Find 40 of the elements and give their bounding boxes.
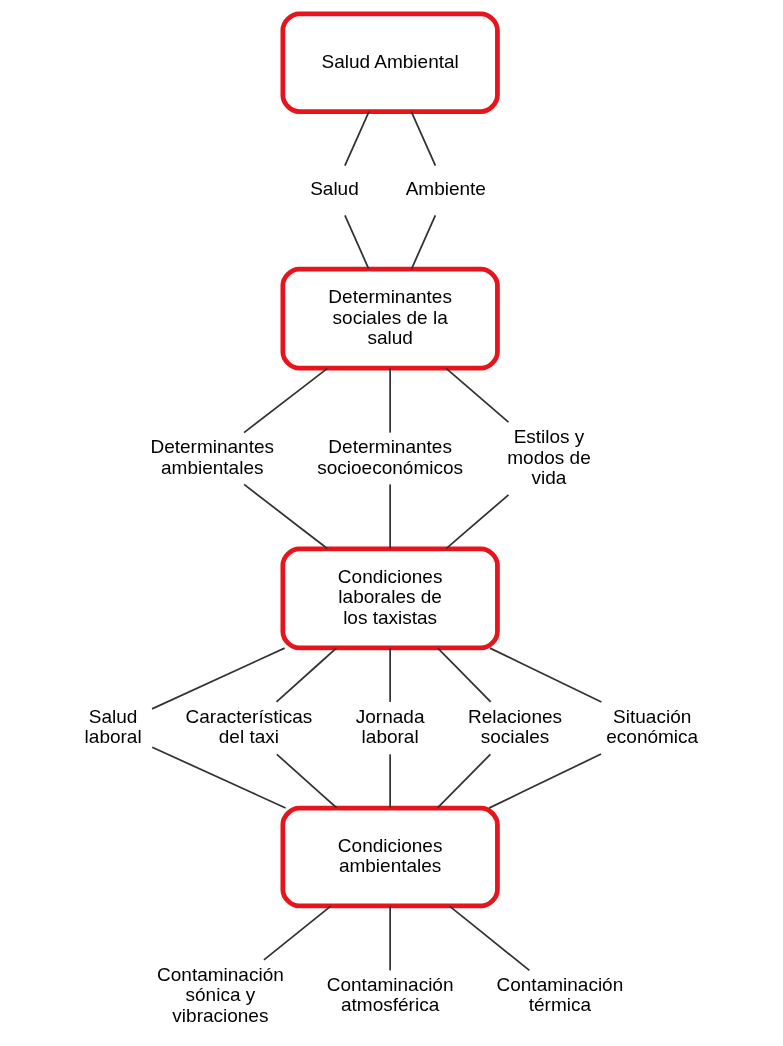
node-text: Jornada laboral <box>355 705 425 748</box>
connector <box>489 647 603 703</box>
connector <box>389 905 392 972</box>
connector <box>445 367 510 424</box>
connector <box>243 483 329 550</box>
connector <box>151 647 286 710</box>
node-text: Determinantes ambientales <box>150 436 275 478</box>
node-text: Salud <box>310 178 359 200</box>
node-text: Contaminación térmica <box>496 974 624 1016</box>
connector <box>263 905 332 961</box>
connector <box>389 647 392 703</box>
node-text: Relaciones sociales <box>468 705 563 748</box>
connector <box>151 746 287 809</box>
node-box: Determinantes sociales de la salud <box>280 266 500 371</box>
node-text: Salud laboral <box>84 705 142 748</box>
connector <box>445 493 510 550</box>
node-text: Situación económica <box>606 705 699 748</box>
connector <box>243 367 329 434</box>
node-text: Contaminación atmosférica <box>326 974 454 1016</box>
node-box: Condiciones ambientales <box>280 805 500 909</box>
node-text: Contaminación sónica y vibraciones <box>157 963 284 1026</box>
node-text: Estilos y modos de vida <box>507 426 591 488</box>
node-text: Ambiente <box>405 178 486 200</box>
connector <box>275 647 338 703</box>
connector <box>389 367 392 434</box>
node-text: Características del taxi <box>185 705 313 748</box>
connector <box>488 753 602 809</box>
node-text: Determinantes socioeconómicos <box>317 436 464 478</box>
connector <box>275 753 338 809</box>
node-box: Condiciones laborales de los taxistas <box>280 546 500 651</box>
connector <box>448 905 531 972</box>
connector <box>344 110 370 167</box>
connector <box>389 753 392 809</box>
connector <box>389 483 392 550</box>
connector <box>410 110 437 167</box>
connector <box>410 214 437 270</box>
node-box: Salud Ambiental <box>280 11 500 114</box>
connector <box>344 214 370 270</box>
connector <box>436 753 492 809</box>
connector <box>436 647 492 703</box>
